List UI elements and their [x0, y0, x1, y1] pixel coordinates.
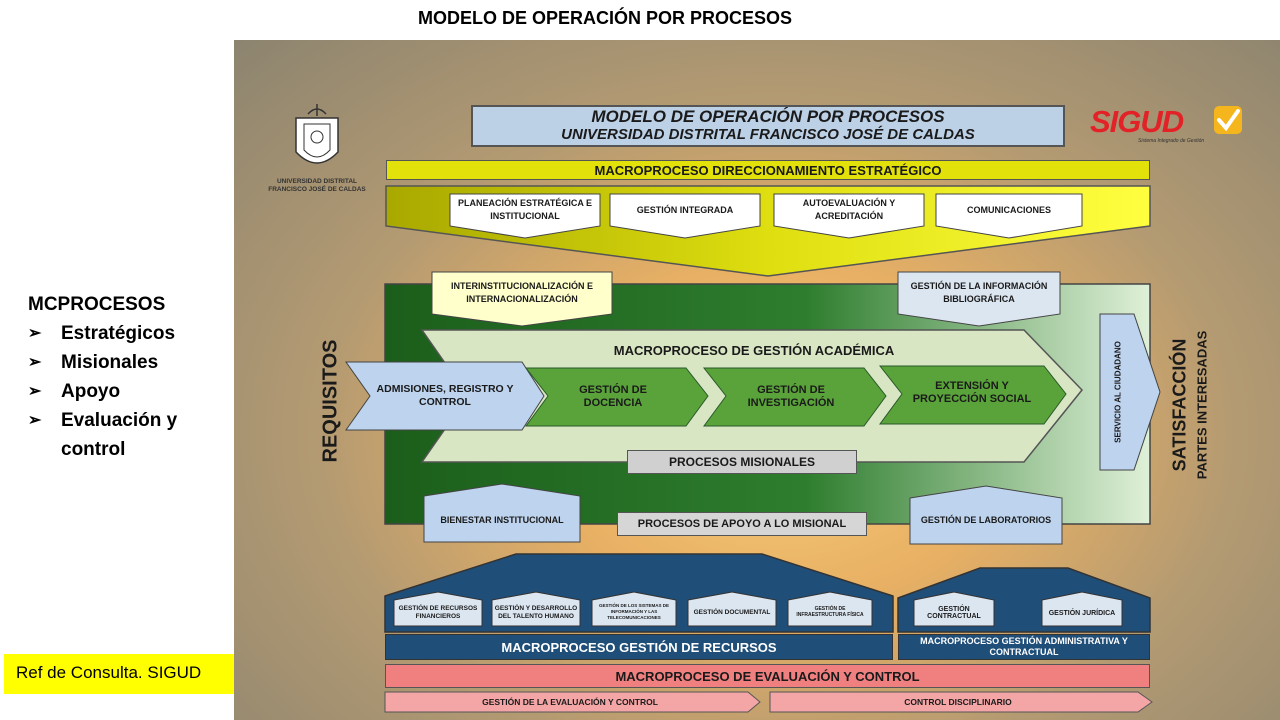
resource-chip-1 — [393, 591, 483, 627]
procesos-apoyo-label: PROCESOS DE APOYO A LO MISIONAL — [617, 512, 867, 536]
resource-chip-4 — [687, 591, 777, 627]
step-investigacion-label: GESTIÓN DE INVESTIGACIÓN — [747, 384, 835, 409]
diagram-shapes — [295, 104, 1242, 713]
sigud-check-icon — [1214, 106, 1242, 134]
autoevaluacion-chip — [773, 193, 925, 239]
laboratorios-shape — [909, 485, 1063, 545]
interinst-label: INTERINSTITUCIONALIZACIÓN E INTERNACIONA… — [451, 281, 593, 304]
sigud-tagline: Sistema Integrado de Gestión — [1138, 138, 1205, 144]
resources-title: MACROPROCESO GESTIÓN DE RECURSOS — [385, 634, 893, 660]
admin-chip-2 — [1041, 591, 1123, 627]
sidebar-item-apoyo: ➢ Apoyo — [28, 377, 228, 406]
arrow-bullet-icon: ➢ — [28, 354, 42, 371]
eval-arrow-2 — [769, 691, 1153, 713]
admin-chip-1 — [913, 591, 995, 627]
step-extension-shape — [878, 365, 1067, 425]
step-investigacion-shape — [702, 367, 887, 427]
requisitos-label: REQUISITOS — [319, 339, 342, 463]
eval-item-1: GESTIÓN DE LA EVALUACIÓN Y CONTROL — [482, 697, 658, 707]
arrow-bullet-icon: ➢ — [28, 412, 42, 429]
autoevaluacion-label: AUTOEVALUACIÓN Y ACREDITACIÓN — [802, 198, 896, 221]
resource-label-2: GESTIÓN Y DESARROLLO DEL TALENTO HUMANO — [494, 605, 578, 620]
sidebar-item-evaluacion: ➢ Evaluación y control — [28, 406, 228, 464]
servicio-label-box: SERVICIO AL CIUDADANO — [1100, 314, 1136, 470]
servicio-label: SERVICIO AL CIUDADANO — [1113, 341, 1123, 443]
planeacion-label: PLANEACIÓN ESTRATÉGICA E INSTITUCIONAL — [457, 198, 592, 221]
bienestar-shape — [423, 483, 581, 543]
step-docencia-shape — [524, 367, 709, 427]
resource-label-3: GESTIÓN DE LOS SISTEMAS DE INFORMACIÓN Y… — [598, 603, 669, 620]
diagram-header-line1: MODELO DE OPERACIÓN POR PROCESOS — [591, 107, 945, 126]
admisiones-shape — [345, 361, 545, 431]
biblio-label: GESTIÓN DE LA INFORMACIÓN BIBLIOGRÁFICA — [910, 281, 1048, 304]
resource-label-1: GESTIÓN DE RECURSOS FINANCIEROS — [398, 605, 478, 620]
university-logo-text: UNIVERSIDAD DISTRITAL FRANCISCO JOSÉ DE … — [268, 178, 366, 193]
admin-label-1: GESTIÓN CONTRACTUAL — [927, 606, 981, 620]
sidebar-item-label: Evaluación y control — [61, 410, 178, 460]
resource-chip-5 — [787, 591, 873, 627]
resource-label-5: GESTIÓN DE INFRAESTRUCTURA FÍSICA — [796, 605, 864, 619]
eval-item-2: CONTROL DISCIPLINARIO — [904, 697, 1012, 707]
eval-arrow-1 — [384, 691, 761, 713]
diagram-header: MODELO DE OPERACIÓN POR PROCESOS UNIVERS… — [471, 105, 1065, 147]
planeacion-chip — [449, 193, 601, 239]
step-extension-label: EXTENSIÓN Y PROYECCIÓN SOCIAL — [912, 380, 1032, 405]
evaluation-title: MACROPROCESO DE EVALUACIÓN Y CONTROL — [385, 664, 1150, 688]
requisitos-label-box: REQUISITOS — [301, 339, 361, 463]
process-model-diagram: MODELO DE OPERACIÓN POR PROCESOS UNIVERS… — [234, 40, 1280, 720]
gestion-integrada-chip — [609, 193, 761, 239]
comunicaciones-chip — [935, 193, 1083, 239]
strategic-title: MACROPROCESO DIRECCIONAMIENTO ESTRATÉGIC… — [386, 160, 1150, 180]
resource-label-4: GESTIÓN DOCUMENTAL — [693, 609, 771, 616]
academic-title: MACROPROCESO DE GESTIÓN ACADÉMICA — [613, 342, 895, 358]
sidebar-item-label: Misionales — [61, 352, 159, 373]
sidebar-list: MCPROCESOS ➢ Estratégicos ➢ Misionales ➢ Ap… — [28, 290, 228, 464]
bienestar-label: BIENESTAR INSTITUCIONAL — [440, 514, 564, 525]
biblio-chip — [897, 271, 1061, 327]
university-shield-icon — [295, 104, 339, 164]
resource-chip-3 — [591, 591, 677, 627]
arrow-bullet-icon: ➢ — [28, 383, 42, 400]
diagram-header-line2: UNIVERSIDAD DISTRITAL FRANCISCO JOSÉ DE … — [561, 126, 975, 143]
sidebar-item-estrategicos: ➢ Estratégicos — [28, 319, 228, 348]
procesos-misionales-label: PROCESOS MISIONALES — [627, 450, 857, 474]
sidebar-item-misionales: ➢ Misionales — [28, 348, 228, 377]
satisfaccion-label: SATISFACCIÓN — [1169, 338, 1190, 472]
arrow-bullet-icon: ➢ — [28, 325, 42, 342]
laboratorios-label: GESTIÓN DE LABORATORIOS — [920, 514, 1052, 525]
interinst-chip — [431, 271, 613, 327]
gestion-integrada-label: GESTIÓN INTEGRADA — [636, 204, 734, 215]
sigud-logo: SIGUD Sistema Integrado de Gestión — [1090, 104, 1250, 164]
sigud-logo-text: SIGUD — [1090, 104, 1184, 139]
sidebar-heading: MCPROCESOS — [28, 294, 166, 315]
resource-chip-2 — [491, 591, 581, 627]
slide-title: MODELO DE OPERACIÓN POR PROCESOS — [417, 8, 793, 28]
sidebar-item-label: Estratégicos — [61, 323, 176, 344]
servicio-shape — [1099, 313, 1161, 471]
partes-interesadas-label: PARTES INTERESADAS — [1194, 330, 1210, 480]
sidebar-item-label: Apoyo — [61, 381, 121, 402]
admin-label-2: GESTIÓN JURÍDICA — [1048, 609, 1116, 617]
satisfaccion-label-box: SATISFACCIÓN PARTES INTERESADAS — [1159, 322, 1221, 488]
admin-title: MACROPROCESO GESTIÓN ADMINISTRATIVA Y CO… — [898, 634, 1150, 660]
step-docencia-label: GESTIÓN DE DOCENCIA — [579, 384, 647, 409]
comunicaciones-label: COMUNICACIONES — [966, 204, 1051, 215]
admisiones-label: ADMISIONES, REGISTRO Y CONTROL — [376, 383, 514, 408]
